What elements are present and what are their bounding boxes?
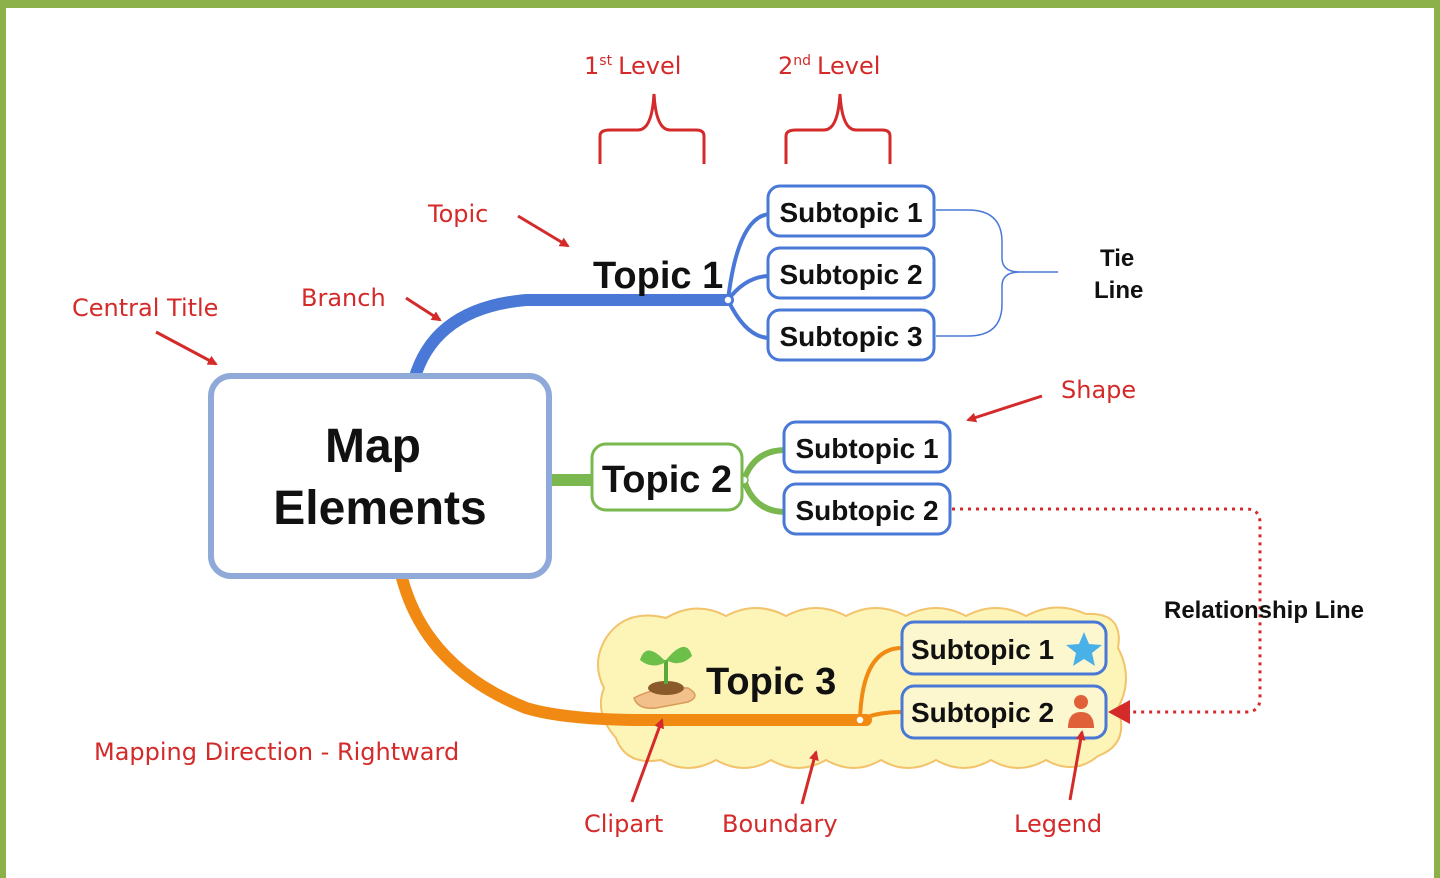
tie-line-annotation-1: Tie [1100, 245, 1134, 272]
central-title-box[interactable] [208, 373, 552, 579]
mind-map-canvas: Map Elements Topic 1 Subtopic 1 Subtopic… [6, 8, 1434, 878]
level-2-bracket [784, 93, 892, 164]
branch-topic-3 [396, 572, 872, 726]
relationship-line-annotation: Relationship Line [1164, 597, 1364, 624]
topic-1-subtopic-3-label: Subtopic 3 [779, 321, 922, 352]
topic-1-subtopic-2-label: Subtopic 2 [779, 259, 922, 290]
topic-2-subtopic-2-label: Subtopic 2 [795, 495, 938, 526]
branch-topic-1 [408, 294, 734, 386]
person-icon [1068, 695, 1094, 728]
central-title-line-1: Map [325, 420, 421, 473]
topic-2-subtopic-2-box[interactable] [782, 482, 952, 536]
topic-annotation: Topic [427, 200, 488, 228]
legend-annotation: Legend [1014, 810, 1102, 838]
topic-3-subtopic-2-label: Subtopic 2 [911, 697, 1054, 728]
shape-annotation: Shape [1061, 376, 1136, 404]
topic-1-subtopic-3-box[interactable] [766, 308, 936, 362]
topic-3-subtopic-1-box[interactable] [900, 620, 1108, 676]
topic-1-label[interactable]: Topic 1 [593, 255, 723, 297]
topic-2-subtopic-1-label: Subtopic 1 [795, 433, 938, 464]
level-1-bracket [598, 93, 706, 164]
seedling-clipart-icon [633, 646, 696, 710]
central-title-annotation: Central Title [72, 294, 218, 322]
topic-2-box[interactable] [590, 442, 744, 512]
topic-1-subtopic-1-label: Subtopic 1 [779, 197, 922, 228]
tie-line-bracket [936, 209, 1058, 337]
topic-1-subtopic-1-box[interactable] [766, 184, 936, 238]
topic-3-label[interactable]: Topic 3 [706, 661, 836, 703]
topic-2-label: Topic 2 [602, 459, 732, 501]
central-title-line-2: Elements [273, 482, 486, 535]
relationship-arrowhead [1108, 700, 1130, 724]
tie-line-annotation-2: Line [1094, 277, 1143, 304]
clipart-annotation: Clipart [584, 810, 663, 838]
topic-1-subtopic-2-box[interactable] [766, 246, 936, 300]
topic-3-subtopic-2-box[interactable] [900, 684, 1108, 740]
topic-3-subtopic-1-label: Subtopic 1 [911, 634, 1054, 665]
branch-annotation: Branch [301, 284, 386, 312]
boundary-annotation: Boundary [722, 810, 838, 838]
mind-map-diagram: Map Elements Topic 1 Subtopic 1 Subtopic… [72, 52, 1364, 838]
star-icon [1066, 632, 1102, 666]
topic-2-subtopic-1-box[interactable] [782, 420, 952, 474]
mapping-direction-annotation: Mapping Direction - Rightward [94, 738, 459, 766]
